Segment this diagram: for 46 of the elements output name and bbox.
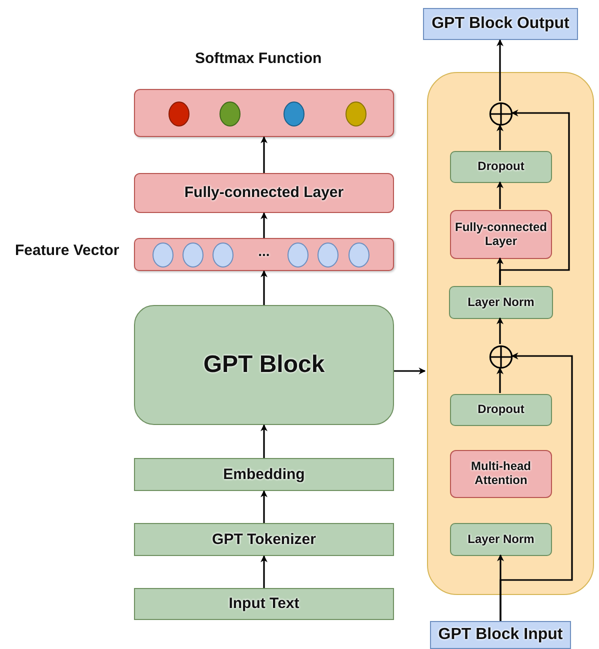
arrow xyxy=(496,317,504,344)
ellipsis-text: ... xyxy=(258,243,270,260)
arrow xyxy=(496,124,504,150)
layer-box xyxy=(134,458,394,491)
add-node xyxy=(489,345,513,369)
arrow xyxy=(394,368,426,374)
arrow xyxy=(499,110,570,285)
node-label: Multi-head Attention xyxy=(470,460,532,488)
arrow xyxy=(496,367,504,393)
block-box xyxy=(134,305,394,425)
node-label: GPT Block xyxy=(203,351,325,379)
node-label: Fully-connected Layer xyxy=(184,184,344,202)
node-label: Dropout xyxy=(478,160,524,174)
attention-box xyxy=(450,450,552,498)
node-label: GPT Tokenizer xyxy=(212,530,316,548)
arrow xyxy=(260,136,268,173)
layer-box xyxy=(449,286,553,319)
block-container xyxy=(427,72,594,595)
arrow xyxy=(500,352,573,621)
arrow xyxy=(260,424,268,458)
layer-heading: Softmax Function xyxy=(195,50,322,67)
layer-heading: Feature Vector xyxy=(15,242,120,259)
layer-box xyxy=(134,173,394,213)
node-label: Layer Norm xyxy=(468,296,534,310)
arrow xyxy=(260,212,268,238)
output-box xyxy=(423,8,578,40)
layer-box xyxy=(450,210,552,259)
node-label: Input Text xyxy=(228,595,300,613)
layer-box xyxy=(450,151,552,183)
node-label: GPT Block Input xyxy=(438,626,563,644)
node-label: GPT Block Output xyxy=(432,14,570,34)
node-label: Fully-connected Layer xyxy=(454,220,548,248)
layer-box xyxy=(134,523,394,556)
arrow xyxy=(496,39,504,101)
layer-box xyxy=(450,394,552,426)
arrow xyxy=(496,181,504,209)
node-label: Layer Norm xyxy=(468,532,534,546)
input-box xyxy=(134,588,394,620)
arrow xyxy=(260,555,268,588)
arrow xyxy=(260,490,268,523)
arrow xyxy=(260,270,268,305)
node-label: Embedding xyxy=(223,466,305,484)
add-node xyxy=(489,102,513,126)
input-box xyxy=(430,621,571,649)
layer-box xyxy=(450,523,552,556)
node-label: Dropout xyxy=(478,403,524,417)
